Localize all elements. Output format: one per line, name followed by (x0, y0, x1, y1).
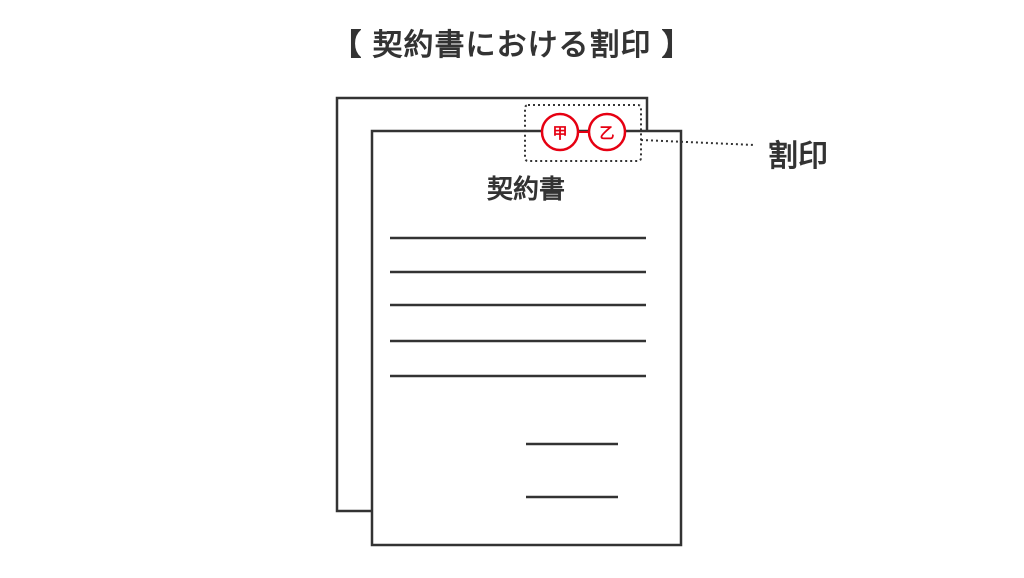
callout-label: 割印 (768, 139, 828, 174)
signature-lines (526, 442, 618, 499)
front-sheet (370, 129, 683, 547)
title-text: 契約書における割印 (372, 28, 652, 63)
seal-highlight-box (524, 104, 642, 162)
page-title: 【契約書における割印】 (0, 20, 1024, 64)
document-text-lines (390, 236, 646, 378)
document-heading: 契約書 (486, 174, 565, 205)
seal-circle (587, 112, 627, 152)
seal-kou: 甲 (540, 112, 580, 152)
seal-label: 甲 (552, 124, 567, 142)
title-close-bracket: 】 (661, 28, 693, 63)
seal-circle (540, 112, 580, 152)
title-open-bracket: 【 (331, 28, 363, 63)
seal-label: 乙 (599, 124, 614, 142)
callout-leader (640, 139, 756, 146)
seal-otsu: 乙 (587, 112, 627, 152)
